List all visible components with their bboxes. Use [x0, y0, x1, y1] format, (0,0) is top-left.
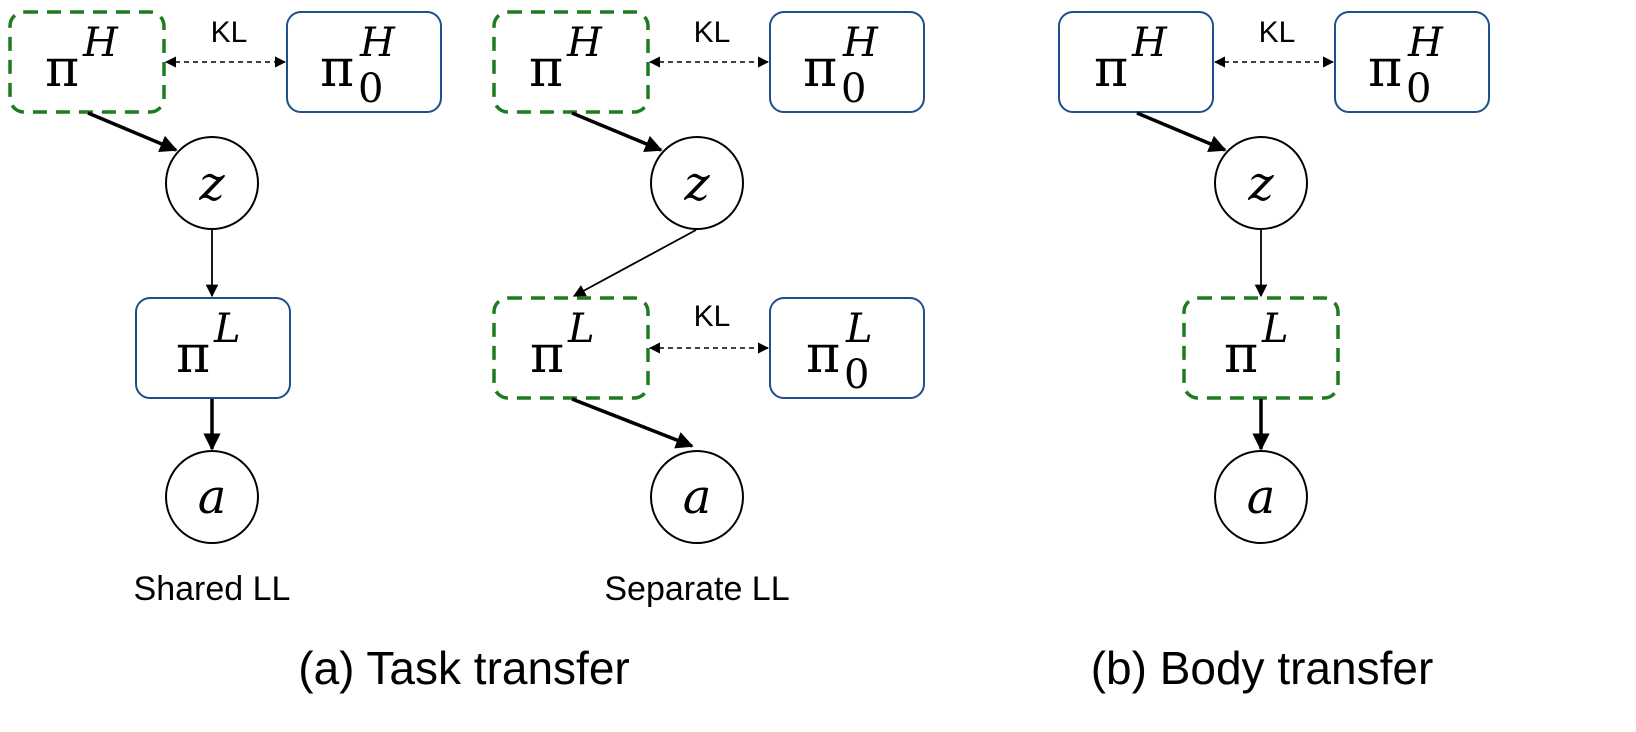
- superscript-l: L: [213, 306, 241, 352]
- subscript-zero: 0: [358, 66, 383, 112]
- node-pi0-h-body: π H 0: [1334, 11, 1490, 113]
- pi-symbol: π: [1368, 39, 1402, 99]
- node-pi0-l-separate: π L 0: [769, 297, 925, 399]
- panel-separate-ll: π H π H 0 KL z π L π L 0: [492, 10, 925, 608]
- superscript-h: H: [1407, 20, 1444, 66]
- pi-symbol: π: [806, 325, 840, 385]
- subscript-zero: 0: [841, 66, 866, 112]
- pi-symbol: π: [803, 39, 837, 99]
- node-pi-h-shared: π H: [8, 10, 166, 114]
- panel-shared-ll: π H π H 0 KL z π L a Share: [8, 10, 442, 608]
- node-pi-l-shared: π L: [135, 297, 291, 399]
- node-pi-l-body: π L: [1182, 296, 1340, 400]
- z-symbol: z: [683, 156, 710, 212]
- a-symbol: a: [683, 469, 712, 525]
- caption-separate-ll: Separate LL: [604, 570, 789, 608]
- panel-body-transfer: π H π H 0 KL z π L a: [1058, 11, 1490, 544]
- node-pi0-h-shared: π H 0: [286, 11, 442, 113]
- edge-z-to-pil-separate: [572, 229, 697, 297]
- kl-label-h-separate: KL: [694, 16, 731, 49]
- node-pi-l-separate: π L: [492, 296, 650, 400]
- subscript-zero: 0: [1406, 66, 1431, 112]
- superscript-l: L: [567, 306, 595, 352]
- edge-pih-to-z-separate: [571, 111, 663, 153]
- z-symbol: z: [198, 156, 225, 212]
- edge-pih-to-z-body: [1136, 111, 1227, 152]
- node-z-shared: z: [165, 136, 259, 230]
- node-a-separate: a: [650, 450, 744, 544]
- node-z-body: z: [1214, 136, 1308, 230]
- superscript-h: H: [82, 20, 119, 66]
- caption-body-transfer: (b) Body transfer: [1091, 642, 1434, 694]
- superscript-h: H: [1131, 20, 1168, 66]
- node-pi-h-separate: π H: [492, 10, 650, 114]
- edge-pil-to-a-separate: [571, 397, 694, 449]
- z-symbol: z: [1247, 156, 1274, 212]
- pi-symbol: π: [529, 39, 563, 99]
- superscript-l: L: [845, 306, 873, 352]
- caption-shared-ll: Shared LL: [134, 570, 291, 608]
- kl-label-l-separate: KL: [694, 300, 731, 333]
- node-pi0-h-separate: π H 0: [769, 11, 925, 113]
- a-symbol: a: [1247, 469, 1276, 525]
- superscript-h: H: [566, 20, 603, 66]
- a-symbol: a: [198, 469, 227, 525]
- kl-label-h-shared: KL: [211, 16, 248, 49]
- pi-symbol: π: [45, 39, 79, 99]
- superscript-h: H: [842, 20, 879, 66]
- node-pi-h-body: π H: [1058, 11, 1214, 113]
- pi-symbol: π: [1094, 39, 1128, 99]
- edge-pih-to-z-shared: [87, 111, 178, 152]
- pi-symbol: π: [176, 325, 210, 385]
- caption-task-transfer: (a) Task transfer: [298, 642, 629, 694]
- node-z-separate: z: [650, 136, 744, 230]
- pi-symbol: π: [1224, 325, 1258, 385]
- pi-symbol: π: [530, 325, 564, 385]
- node-a-body: a: [1214, 450, 1308, 544]
- subscript-zero: 0: [844, 352, 869, 398]
- superscript-h: H: [359, 20, 396, 66]
- kl-label-h-body: KL: [1259, 16, 1296, 49]
- node-a-shared: a: [165, 450, 259, 544]
- superscript-l: L: [1261, 306, 1289, 352]
- pi-symbol: π: [320, 39, 354, 99]
